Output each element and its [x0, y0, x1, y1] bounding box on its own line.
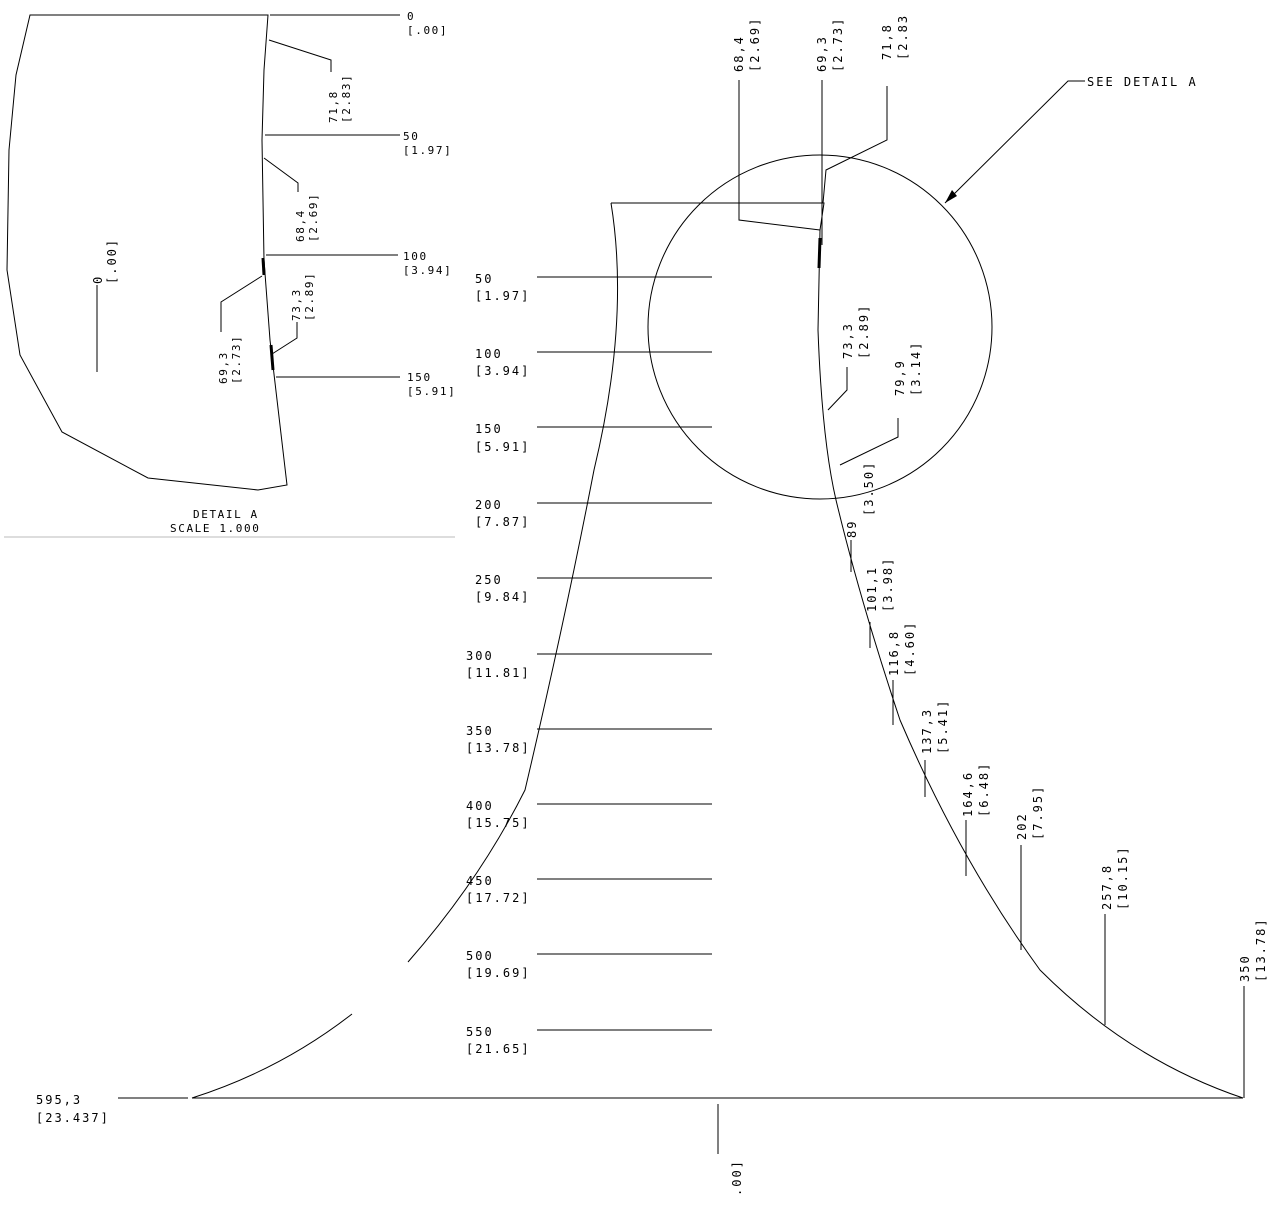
detail-a-callout-value: 69,3 — [217, 351, 230, 384]
see-detail-label: SEE DETAIL A — [1087, 75, 1198, 89]
detail-a-center-value: 0 — [91, 275, 105, 284]
profile-callout-value: 73,3 — [841, 322, 855, 359]
detail-a-callout-sub: [2.73] — [230, 335, 243, 384]
main-station-label: 200 — [475, 498, 503, 512]
main-station-label: 500 — [466, 949, 494, 963]
profile-callout-value: 79,9 — [893, 359, 907, 396]
profile-callout-value: 202 — [1015, 812, 1029, 840]
main-left-profile — [407, 202, 619, 963]
detail-a-view: 0 [.00] 0 [.00] 50 [1.97] 100 [3.94] 150… — [4, 10, 456, 538]
profile-callout-sub: [10.15] — [1116, 845, 1130, 910]
profile-callout-value: 137,3 — [920, 708, 934, 754]
detail-a-callout-sub: [2.69] — [307, 193, 320, 242]
detail-a-center-sub: [.00] — [105, 238, 119, 284]
main-station-sub: [9.84] — [475, 590, 530, 604]
detail-a-callout-sub: [2.83] — [340, 74, 353, 123]
base-datum-label: .00] — [730, 1159, 744, 1196]
detail-a-station-label: 150 — [407, 371, 432, 384]
detail-a-callout-value: 71,8 — [327, 90, 340, 123]
main-station-label: 250 — [475, 573, 503, 587]
main-station-label: 50 — [475, 272, 493, 286]
main-station-sub: [21.65] — [466, 1042, 531, 1056]
profile-callout-sub: [6.48] — [977, 762, 991, 817]
profile-callout-leader — [827, 367, 848, 411]
profile-callout-value: 164,6 — [961, 771, 975, 817]
see-detail-leader — [944, 80, 1085, 204]
detail-a-edge-mark-lower — [269, 344, 275, 371]
profile-callout-leader — [839, 418, 899, 466]
profile-callout-sub: [7.95] — [1031, 785, 1045, 840]
profile-callout-sub: [3.14] — [909, 341, 923, 396]
main-edge-mark — [817, 237, 822, 269]
detail-a-edge-mark-upper — [261, 257, 266, 276]
main-station-sub: [1.97] — [475, 289, 530, 303]
main-station-sub: [11.81] — [466, 666, 531, 680]
detail-a-circle — [647, 154, 993, 500]
main-station-label: 150 — [475, 422, 503, 436]
top-callout-value: 68,4 — [732, 35, 746, 72]
profile-callout-sub: [5.41] — [936, 699, 950, 754]
main-station-label: 450 — [466, 874, 494, 888]
detail-a-outline — [6, 14, 288, 491]
detail-a-callout-leader — [268, 39, 332, 72]
detail-a-callout-sub: [2.89] — [303, 272, 316, 321]
see-detail-arrowhead — [945, 190, 957, 203]
detail-a-callout-value: 73,3 — [290, 288, 303, 321]
top-callout-value: 69,3 — [815, 35, 829, 72]
main-top-edge — [611, 202, 825, 231]
overall-length-sub: [23.437] — [36, 1111, 110, 1125]
detail-a-station-label: 50 — [403, 130, 419, 143]
main-station-sub: [7.87] — [475, 515, 530, 529]
top-callout-value: 71,8 — [880, 23, 894, 60]
profile-callout-value: 116,8 — [887, 630, 901, 676]
main-station-sub: [15.75] — [466, 816, 531, 830]
profile-callout-sub: [3.50] — [862, 461, 876, 516]
profile-callout-value: 257,8 — [1100, 864, 1114, 910]
top-callout-leader — [822, 86, 888, 204]
main-view: SEE DETAIL A 50 [1.97] 100 [3.94] 150 [5… — [36, 14, 1268, 1196]
detail-a-station-label: 0 — [407, 10, 415, 23]
main-station-label: 350 — [466, 724, 494, 738]
overall-length-value: 595,3 — [36, 1093, 82, 1107]
detail-a-callout-leader — [271, 322, 298, 355]
main-left-profile-lower — [191, 1013, 353, 1099]
detail-a-callout-value: 68,4 — [294, 209, 307, 242]
detail-a-station-sub: [3.94] — [403, 264, 452, 277]
top-callout-sub: [2.83 — [896, 14, 910, 60]
detail-a-callout-leader — [263, 157, 299, 192]
main-right-profile — [817, 229, 1244, 1099]
main-station-label: 550 — [466, 1025, 494, 1039]
main-station-label: 100 — [475, 347, 503, 361]
top-callout-sub: [2.69] — [748, 17, 762, 72]
main-station-label: 400 — [466, 799, 494, 813]
main-station-sub: [13.78] — [466, 741, 531, 755]
top-callout-sub: [2.73] — [831, 17, 845, 72]
detail-a-station-sub: [.00] — [407, 24, 448, 37]
main-station-lines — [537, 276, 712, 1031]
main-station-label: 300 — [466, 649, 494, 663]
profile-callout-value: 101,1 — [865, 566, 879, 612]
detail-a-station-sub: [5.91] — [407, 385, 456, 398]
main-station-sub: [5.91] — [475, 440, 530, 454]
profile-callout-sub: [2.89] — [857, 304, 871, 359]
profile-callout-sub: [4.60] — [903, 621, 917, 676]
top-callout-leader — [738, 80, 821, 231]
main-station-sub: [3.94] — [475, 364, 530, 378]
detail-a-station-label: 100 — [403, 250, 428, 263]
main-station-labels: 50 [1.97] 100 [3.94] 150 [5.91] 200 [7.8… — [466, 272, 531, 1056]
detail-a-callout-leader — [220, 275, 263, 332]
profile-callout-value: 89 — [845, 520, 859, 538]
profile-callout-sub: [13.78] — [1254, 917, 1268, 982]
detail-a-scale: SCALE 1.000 — [170, 522, 260, 535]
profile-callout-sub: [3.98] — [881, 557, 895, 612]
detail-a-station-sub: [1.97] — [403, 144, 452, 157]
main-station-sub: [17.72] — [466, 891, 531, 905]
main-station-sub: [19.69] — [466, 966, 531, 980]
profile-callout-value: 350 — [1238, 954, 1252, 982]
detail-a-title: DETAIL A — [193, 508, 259, 521]
